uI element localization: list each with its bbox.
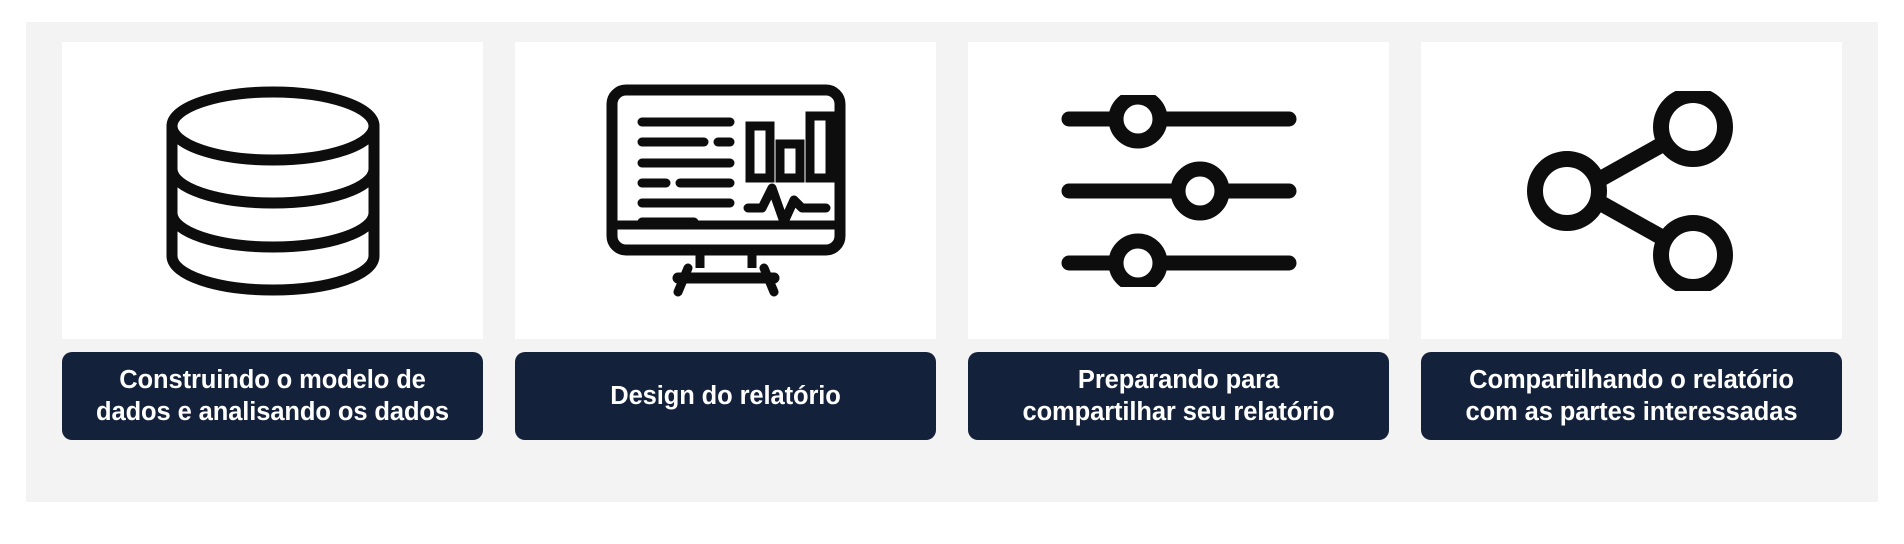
step-3-icon-panel (968, 42, 1389, 339)
step-4-label: Compartilhando o relatório com as partes… (1421, 352, 1842, 440)
step-2-icon-panel (515, 42, 936, 339)
step-card-2[interactable]: Design do relatório (515, 42, 936, 482)
step-card-1[interactable]: Construindo o modelo de dados e analisan… (62, 42, 483, 482)
database-icon (166, 86, 379, 296)
step-card-4[interactable]: Compartilhando o relatório com as partes… (1421, 42, 1842, 482)
step-1-icon-panel (62, 42, 483, 339)
step-4-icon-panel (1421, 42, 1842, 339)
step-3-label: Preparando para compartilhar seu relatór… (968, 352, 1389, 440)
steps-card-row: Construindo o modelo de dados e analisan… (62, 42, 1842, 482)
dashboard-monitor-icon (606, 84, 845, 296)
sliders-settings-icon (1061, 94, 1296, 287)
share-network-icon (1526, 90, 1733, 291)
step-1-label: Construindo o modelo de dados e analisan… (62, 352, 483, 440)
step-card-3[interactable]: Preparando para compartilhar seu relatór… (968, 42, 1389, 482)
steps-board: Construindo o modelo de dados e analisan… (26, 22, 1878, 502)
step-2-label: Design do relatório (515, 352, 936, 440)
